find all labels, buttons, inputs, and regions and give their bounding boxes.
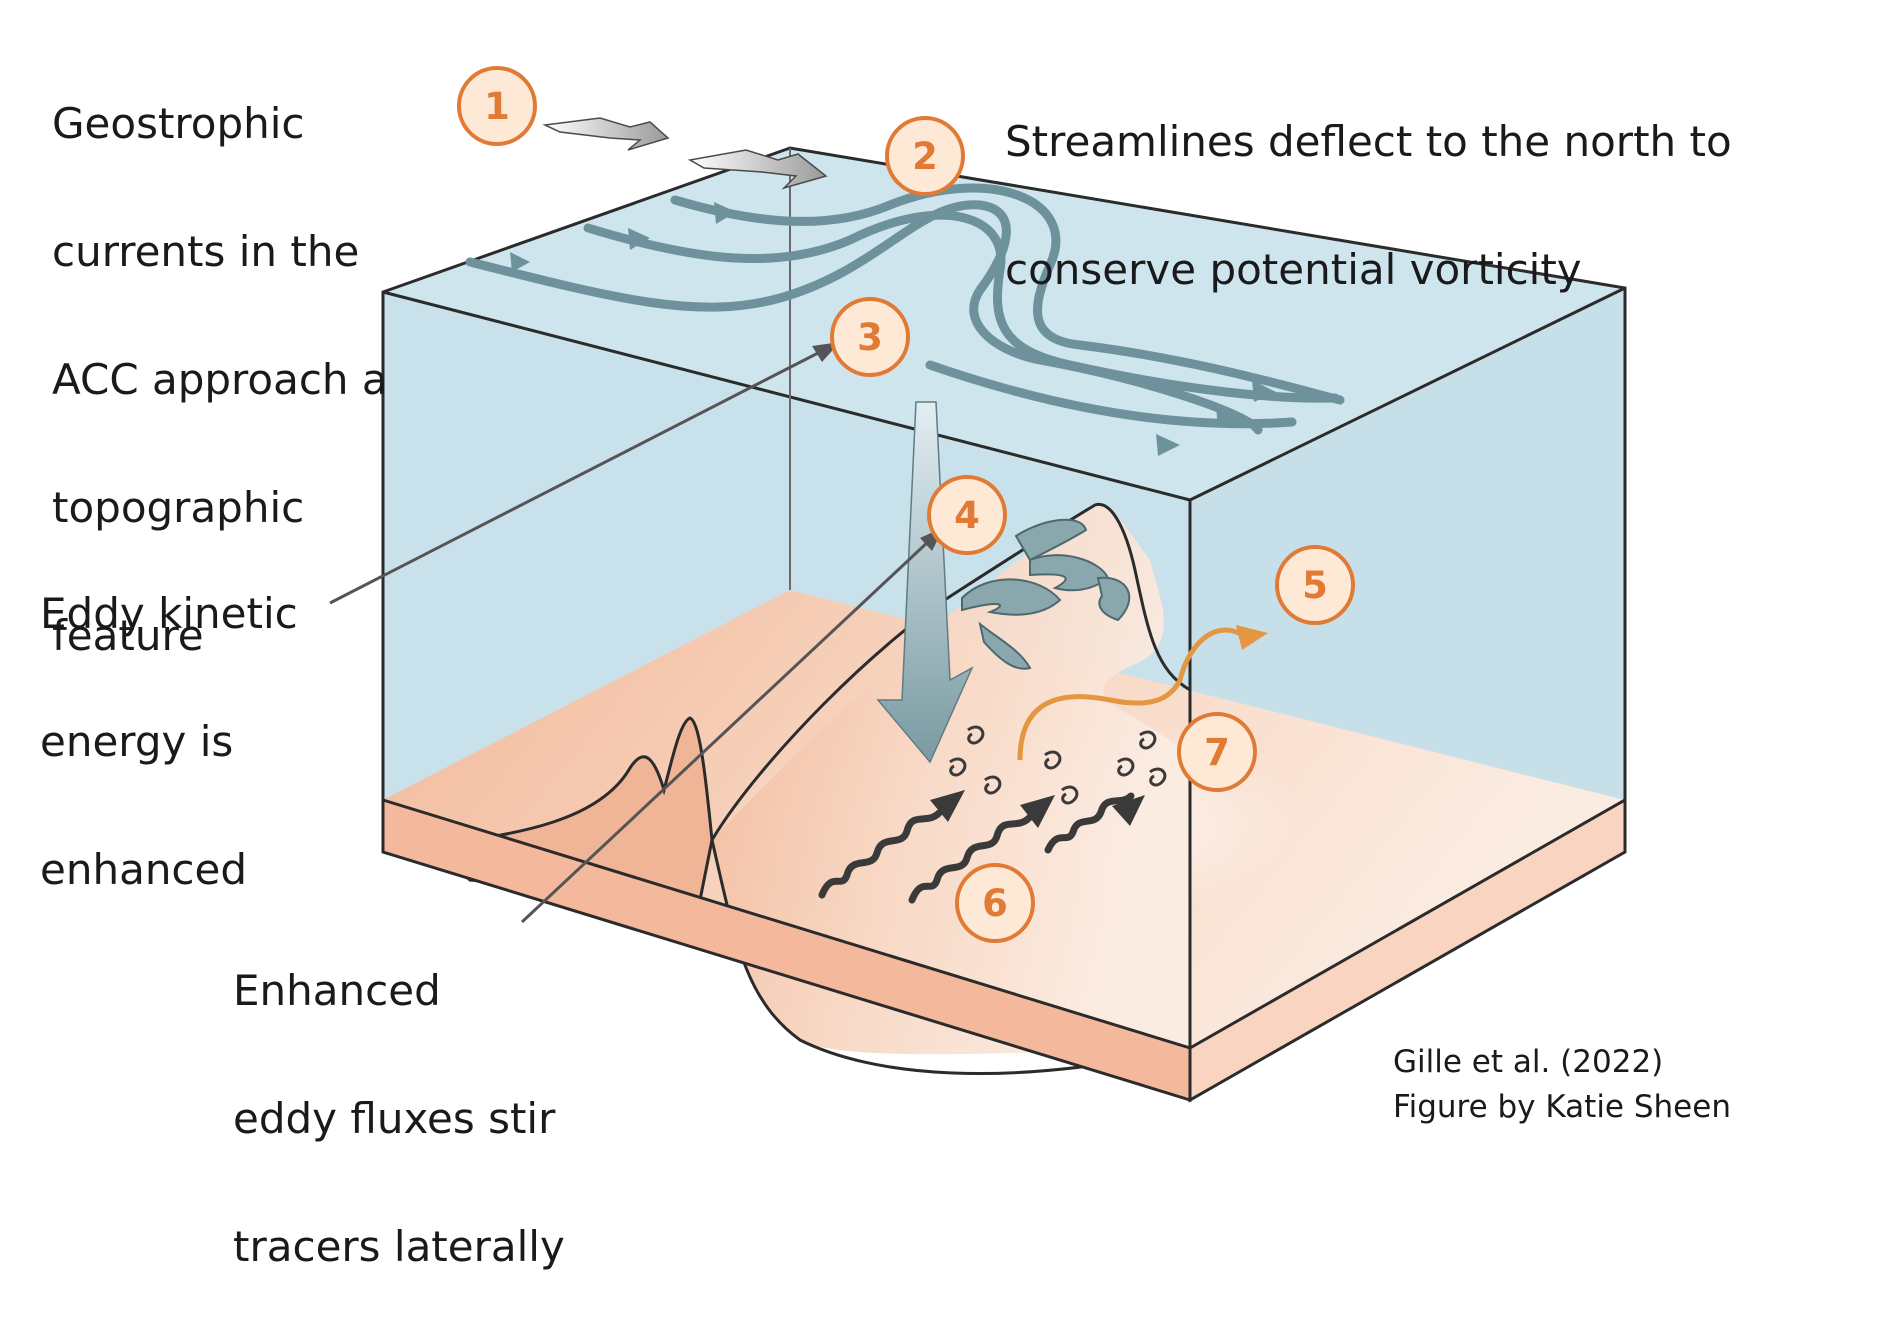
marker-7-number: 7 [1204,731,1230,774]
wavy-arrow-icon [818,809,943,899]
arrow-icon [687,149,828,190]
spiral-ribbon-icon [961,518,1131,670]
figure-credit: Gille et al. (2022) Figure by Katie Shee… [1393,1040,1731,1130]
eddy-swirl-icon [967,725,985,745]
label-line: Eddy kinetic [40,589,298,638]
arrow-icon [628,228,650,250]
arrow-icon [1216,406,1240,428]
arrow-icon [1236,625,1268,650]
label-line: feature [52,611,204,660]
streamline-4 [925,360,1297,429]
marker-5-number: 5 [1302,564,1328,607]
streamline-2 [583,210,1340,403]
citation: Gille et al. (2022) [1393,1044,1664,1080]
marker-1: 1 [457,66,537,146]
eddy-swirl-icon [1139,730,1157,750]
streamline-3 [670,183,1345,405]
streamline-arrowheads [510,202,1276,456]
arrow-icon [542,117,670,151]
marker-3-number: 3 [857,316,883,359]
arrow-icon [1156,434,1180,456]
label-geostrophic-currents: Geostrophic currents in the ACC approach… [52,28,388,732]
marker-2: 2 [885,116,965,196]
eddy-swirl-icon [1117,757,1135,777]
wavy-arrow-icon [908,814,1033,904]
label-enhanced-eddy-fluxes: Enhanced eddy fluxes stir tracers latera… [233,895,565,1343]
label-streamlines-deflect: Streamlines deflect to the north to cons… [1005,46,1732,366]
marker-6-number: 6 [982,882,1008,925]
label-line: conserve potential vorticity [1005,245,1582,294]
downwelling-arrow-icon [876,401,974,764]
streamlines [465,183,1345,435]
label-line: Streamlines deflect to the north to [1005,117,1732,166]
geostrophic-arrows [542,117,828,190]
label-line: currents in the [52,227,360,276]
marker-6: 6 [955,863,1035,943]
label-eddy-kinetic-energy: Eddy kinetic energy is enhanced [40,518,298,966]
marker-2-number: 2 [912,135,938,178]
leader-line-enhanced-fluxes [520,538,932,924]
arrow-icon [1252,380,1276,402]
marker-4-number: 4 [954,494,980,537]
marker-7: 7 [1177,712,1257,792]
seafloor [381,502,1627,1103]
wavy-arrows [818,792,1135,904]
eddy-swirl-icon [949,757,967,777]
wavy-arrow-icon [1044,792,1135,854]
label-line: eddy fluxes stir [233,1094,556,1143]
leader-line-eddy-kinetic [329,350,821,605]
label-line: ACC approach a [52,355,388,404]
label-line: energy is [40,717,234,766]
arrow-icon [510,252,530,272]
eddy-swirl-icon [1149,767,1167,787]
wavy-arrowheads [930,790,1145,828]
eddy-swirl-icon [1061,785,1079,805]
eddy-swirls [949,725,1167,805]
markers: 1 2 3 4 5 6 7 [457,66,1355,943]
tracer-path [1017,627,1252,761]
label-line: Enhanced [233,966,441,1015]
seamount [712,504,1190,1055]
eddy-swirl-icon [984,775,1002,795]
marker-3: 3 [830,297,910,377]
arrow-icon [714,202,736,224]
leader-lines [329,350,932,924]
label-line: enhanced [40,845,248,894]
label-line: tracers laterally [233,1222,565,1271]
marker-4: 4 [927,475,1007,555]
label-line: Geostrophic [52,99,305,148]
ocean-topography-diagram: 1 2 3 4 5 6 7 [329,66,1627,1103]
marker-1-number: 1 [484,85,510,128]
eddy-swirl-icon [1044,750,1062,770]
label-line: topographic [52,483,305,532]
figure-author: Figure by Katie Sheen [1393,1089,1731,1125]
marker-5: 5 [1275,545,1355,625]
